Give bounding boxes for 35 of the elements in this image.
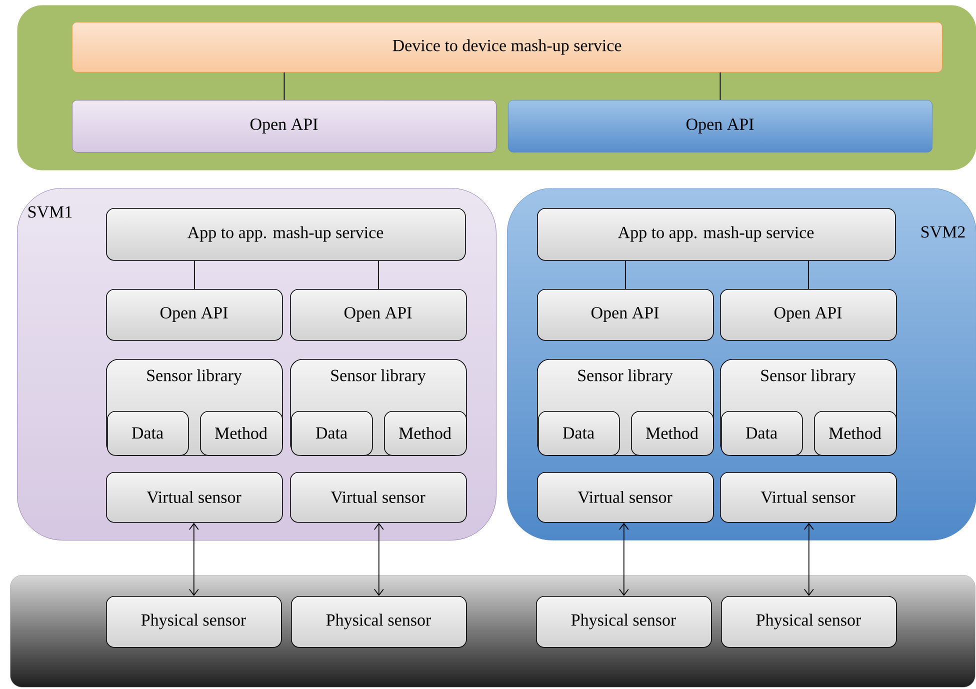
data-box: Data (721, 411, 803, 456)
sensor-box: Physical sensor (291, 596, 467, 648)
data-box: Data (107, 411, 189, 456)
sensor-box: Virtual sensor (106, 472, 283, 523)
api-box: Open API (508, 100, 932, 152)
data-box: Data (538, 411, 620, 456)
service-box: App to app. mash-up service (537, 208, 896, 261)
arrow (804, 522, 814, 596)
service-box: App to app. mash-up service (106, 208, 466, 261)
api-box: Open API (106, 289, 283, 341)
sensor-box: Physical sensor (106, 596, 282, 648)
sensor-box: Virtual sensor (290, 472, 467, 523)
sensor-box: Virtual sensor (720, 472, 897, 523)
method-box: Method (384, 411, 467, 456)
connector-line (378, 260, 379, 290)
method-box: Method (814, 411, 897, 456)
sensor-box: Virtual sensor (537, 472, 714, 523)
arrow (374, 522, 384, 596)
connector-line (284, 72, 285, 100)
arrow (188, 522, 199, 596)
api-box: Open API (720, 289, 897, 341)
connector-line (720, 72, 721, 100)
method-box: Method (631, 411, 714, 456)
api-box: Open API (290, 289, 467, 341)
api-box: Open API (72, 100, 496, 152)
connector-line (194, 260, 195, 290)
connector-line (624, 260, 626, 290)
connector-line (808, 260, 809, 290)
data-box: Data (291, 411, 373, 456)
method-box: Method (200, 411, 283, 456)
sensor-box: Physical sensor (721, 596, 897, 648)
sensor-box: Physical sensor (536, 596, 712, 648)
service-box: Device to device mash-up service (72, 22, 942, 72)
arrow (618, 522, 629, 596)
api-box: Open API (537, 289, 714, 341)
